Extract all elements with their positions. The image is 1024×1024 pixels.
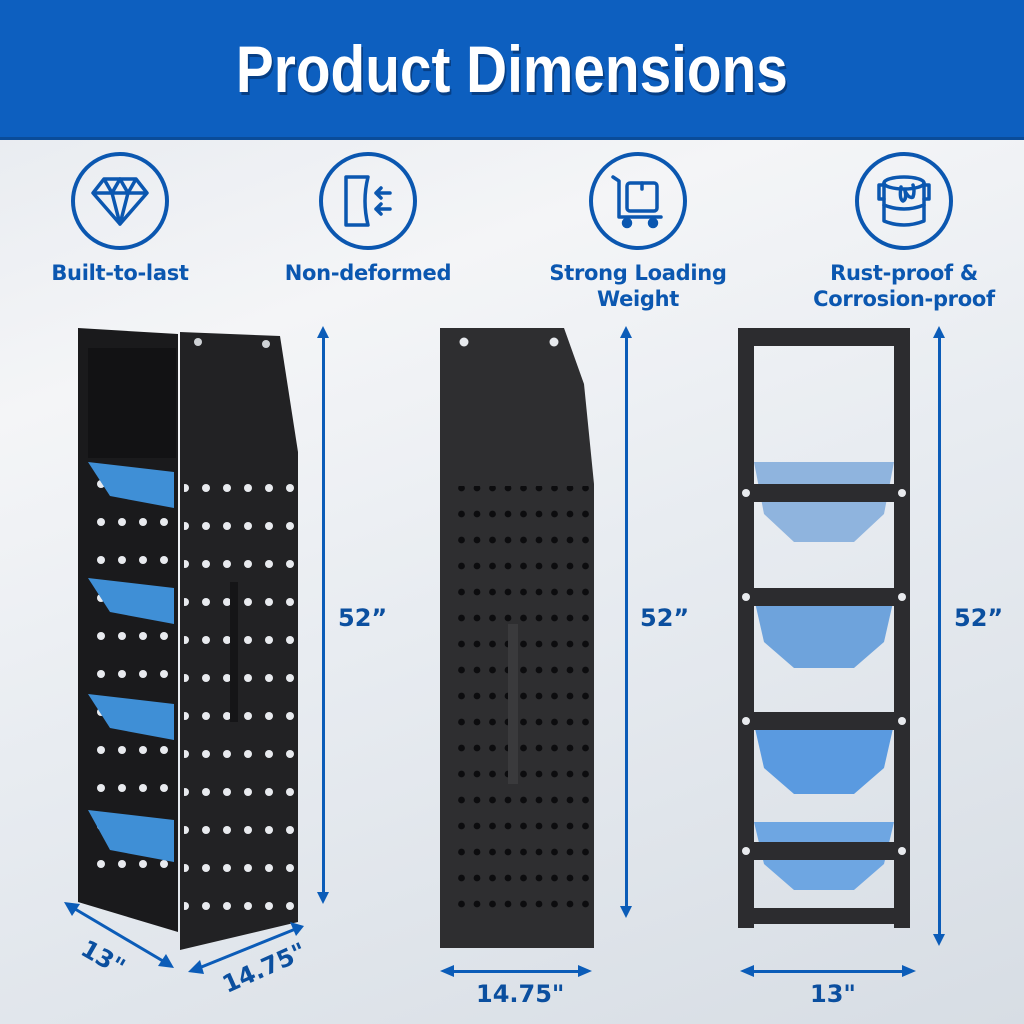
feature-strong-loading-weight: Strong Loading Weight xyxy=(538,152,738,312)
feature-label-line1: Rust-proof & xyxy=(830,261,978,285)
width-label-2: 14.75" xyxy=(476,980,565,1008)
feature-built-to-last: Built-to-last xyxy=(20,152,220,286)
height-dimension-arrow-2 xyxy=(620,326,632,918)
page-title: Product Dimensions xyxy=(236,31,788,106)
rack-front-view-image xyxy=(738,328,910,928)
width-dimension-arrow-2 xyxy=(440,965,592,977)
feature-rust-proof: Rust-proof & Corrosion-proof xyxy=(804,152,1004,312)
rack-angled-view-image xyxy=(78,328,298,950)
depth-width-dimension-arrows xyxy=(64,902,304,974)
feature-non-deformed: Non-deformed xyxy=(268,152,468,286)
height-label-2: 52” xyxy=(640,604,690,632)
height-label-3: 52” xyxy=(954,604,1004,632)
height-dimension-arrow-1 xyxy=(317,326,329,904)
paint-bucket-icon xyxy=(855,152,953,250)
feature-label-line2: Weight xyxy=(596,287,680,311)
feature-label-line2: Corrosion-proof xyxy=(813,287,995,311)
rack-side-view-image xyxy=(440,328,594,948)
width-label-3: 13" xyxy=(810,980,856,1008)
hand-truck-box-icon xyxy=(589,152,687,250)
width-dimension-arrow-3 xyxy=(740,965,916,977)
compression-panel-icon xyxy=(319,152,417,250)
height-label-1: 52” xyxy=(338,604,388,632)
diamond-icon xyxy=(71,152,169,250)
feature-label-line1: Strong Loading xyxy=(549,261,727,285)
header-banner: Product Dimensions xyxy=(0,0,1024,140)
height-dimension-arrow-3 xyxy=(933,326,945,946)
